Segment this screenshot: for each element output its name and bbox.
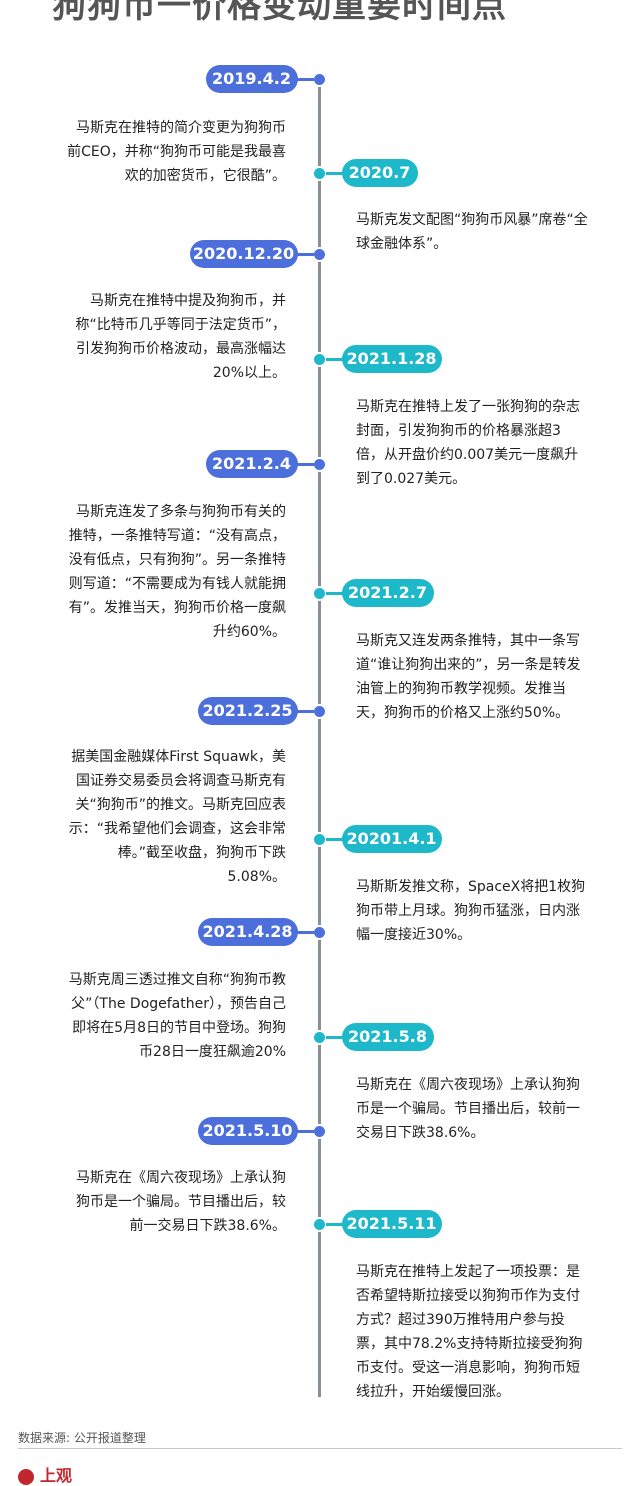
logo-icon	[18, 1468, 34, 1485]
date-label: 2021.4.28	[197, 918, 298, 946]
date-label: 2019.4.2	[205, 65, 298, 93]
event-description: 据美国金融媒体First Squawk，美国证券交易委员会将调查马斯克有关“狗狗…	[68, 749, 286, 885]
date-label: 2020.12.20	[189, 240, 298, 268]
timeline-connector	[291, 709, 314, 713]
date-label: 2021.5.10	[197, 1117, 298, 1145]
timeline-connector	[325, 357, 348, 361]
timeline-connector	[325, 171, 348, 175]
event-description: 马斯克在推特上发了一张狗狗的杂志封面，引发狗狗币的价格暴涨超3倍，从开盘价约0.…	[356, 399, 580, 487]
date-label: 2021.2.25	[197, 697, 298, 725]
timeline-dot	[312, 703, 327, 719]
timeline-connector	[325, 1222, 348, 1226]
timeline-connector	[291, 930, 314, 934]
footer-divider	[18, 1448, 622, 1449]
event-description: 马斯克在推特中提及狗狗币，并称“比特币几乎等同于法定货币”，引发狗狗币价格波动，…	[75, 293, 286, 381]
date-label: 2021.1.28	[341, 345, 442, 373]
event-description: 马斯斯发推文称，SpaceX将把1枚狗狗币带上月球。狗狗币猛涨，日内涨幅一度接近…	[356, 879, 586, 943]
timeline-connector	[291, 1129, 314, 1133]
event-description: 马斯克又连发两条推特，其中一条写道“谁让狗狗出来的”，另一条是转发油管上的狗狗币…	[356, 633, 581, 721]
date-label: 2021.5.8	[341, 1023, 434, 1051]
date-label: 20201.4.1	[341, 825, 442, 853]
event-description: 马斯克在《周六夜现场》上承认狗狗币是一个骗局。节目播出后，较前一交易日下跌38.…	[76, 1170, 286, 1234]
date-label: 2021.2.4	[205, 450, 298, 478]
timeline-connector	[325, 837, 348, 841]
page-title: 狗狗币一价格变动重要时间点	[52, 0, 507, 26]
timeline-dot	[312, 924, 327, 940]
timeline-dot	[312, 246, 327, 262]
timeline-connector	[291, 252, 314, 256]
data-source: 数据来源: 公开报道整理	[18, 1431, 146, 1445]
date-label: 2021.2.7	[341, 579, 434, 607]
event-description: 马斯克在推特上发起了一项投票：是否希望特斯拉接受以狗狗币作为支付方式？超过390…	[356, 1264, 583, 1400]
event-description: 马斯克在推特的简介变更为狗狗币前CEO，并称“狗狗币可能是我最喜欢的加密货币，它…	[67, 120, 286, 184]
event-description: 马斯克发文配图“狗狗币风暴”席卷“全球金融体系”。	[356, 212, 588, 252]
event-description: 马斯克周三透过推文自称“狗狗币教父”（The Dogefather），预告自己即…	[68, 972, 286, 1060]
timeline-dot	[312, 456, 327, 472]
event-description: 马斯克在《周六夜现场》上承认狗狗币是一个骗局。节目播出后，较前一交易日下跌38.…	[356, 1077, 580, 1141]
timeline-axis	[318, 72, 321, 1397]
timeline-dot	[312, 1123, 327, 1139]
timeline-connector	[291, 77, 314, 81]
timeline-connector	[325, 1035, 348, 1039]
timeline-connector	[325, 591, 348, 595]
date-label: 2020.7	[341, 159, 418, 187]
timeline-connector	[291, 462, 314, 466]
timeline-dot	[312, 71, 327, 87]
event-description: 马斯克连发了多条与狗狗币有关的推特，一条推特写道：“没有高点，没有低点，只有狗狗…	[68, 504, 286, 640]
date-label: 2021.5.11	[341, 1210, 442, 1238]
logo: 上观	[18, 1462, 72, 1486]
